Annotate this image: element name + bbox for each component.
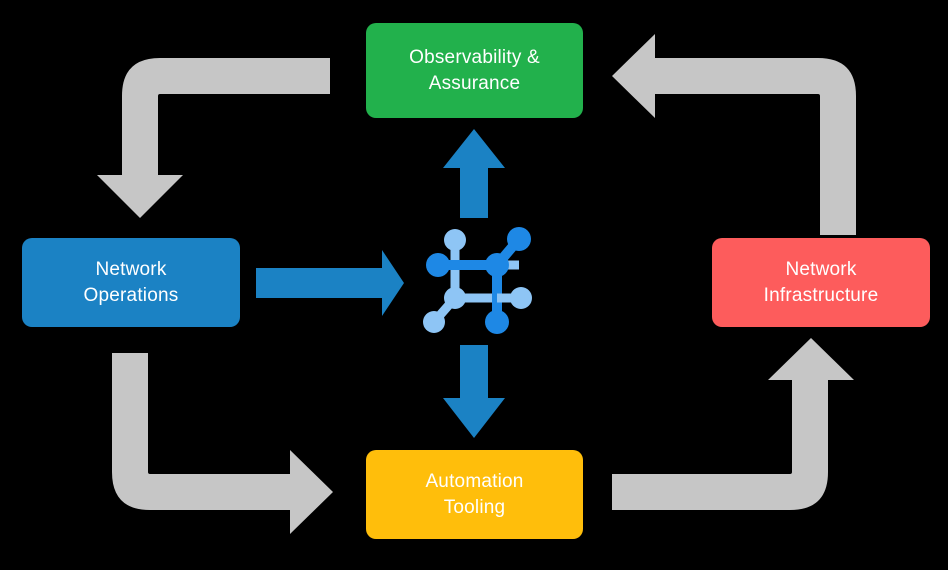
arrow-network-infrastructure-to-observability [612,34,856,235]
arrow-center-to-automation-tooling [443,345,505,438]
node-network-infrastructure-label: Network Infrastructure [763,258,879,306]
node-automation-tooling-label: Automation Tooling [425,470,524,518]
node-automation-tooling[interactable]: Automation Tooling [366,450,583,539]
arrow-automation-tooling-to-network-infrastructure [612,338,854,510]
arrow-network-operations-to-center [256,250,404,316]
arrow-observability-to-network-operations [97,58,330,218]
arrow-center-to-observability [443,129,505,218]
node-observability-assurance-label: Observability & Assurance [409,46,540,94]
node-network-infrastructure[interactable]: Network Infrastructure [712,238,930,327]
arrow-network-operations-to-automation-tooling [112,353,333,534]
node-network-operations-label: Network Operations [83,258,179,306]
node-observability-assurance[interactable]: Observability & Assurance [366,23,583,118]
node-network-operations[interactable]: Network Operations [22,238,240,327]
